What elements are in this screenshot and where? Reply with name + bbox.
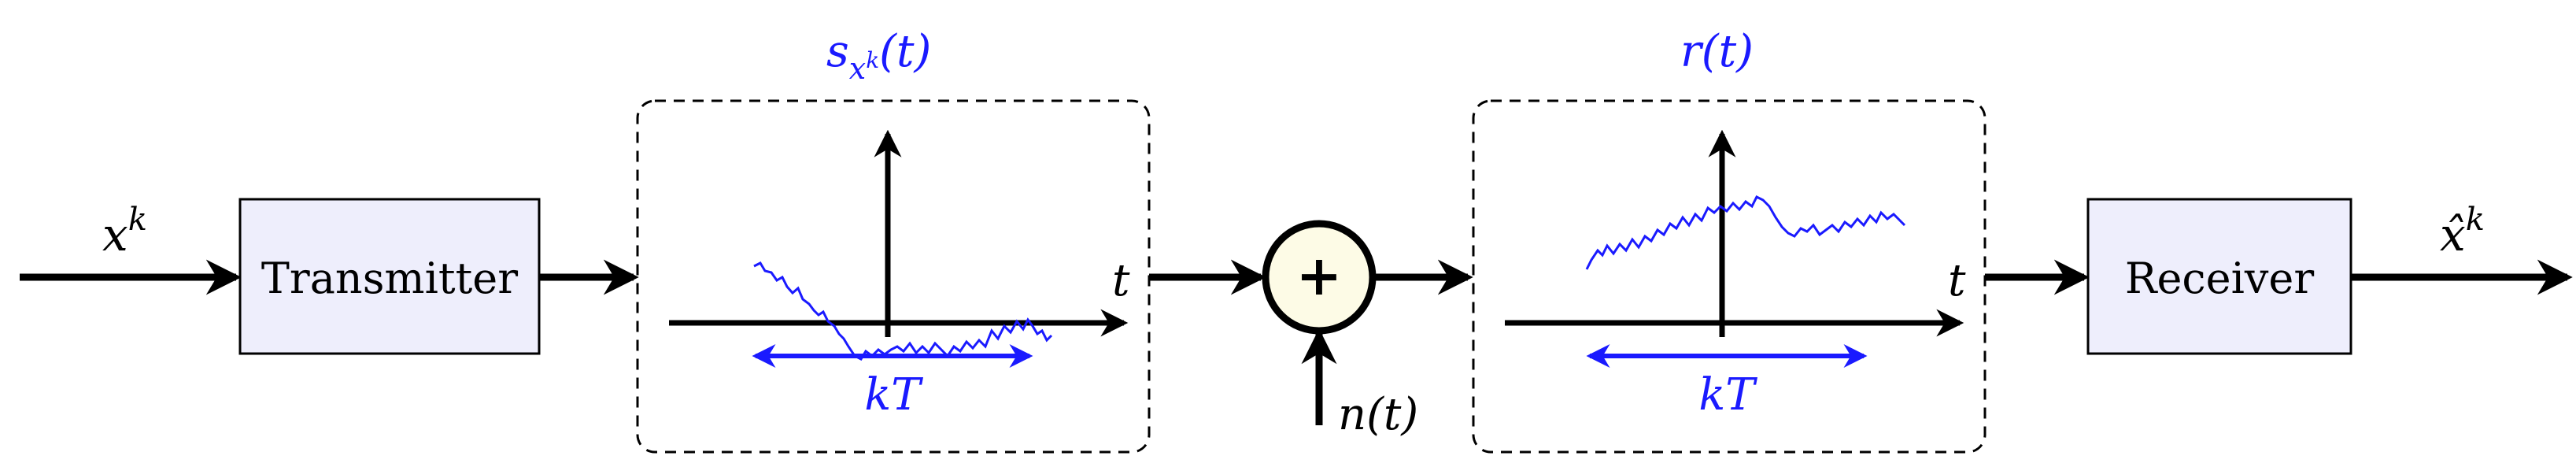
transmitter-label: Transmitter bbox=[261, 254, 518, 303]
rx-waveform bbox=[1585, 195, 1906, 270]
noise-label: n(t) bbox=[1338, 389, 1418, 440]
tx-signal-label: sxk(t) bbox=[826, 26, 931, 86]
rx-duration-label: kT bbox=[1698, 369, 1757, 421]
receiver-label: Receiver bbox=[2125, 254, 2315, 303]
input-label: xk bbox=[102, 202, 147, 261]
receiver-block bbox=[2086, 198, 2352, 355]
rx-signal-label: r(t) bbox=[1680, 26, 1754, 77]
plus-circle-icon: + bbox=[1296, 243, 1343, 308]
rx-time-axis-label: t bbox=[1948, 255, 1966, 306]
tx-time-axis-label: t bbox=[1112, 255, 1130, 306]
output-label: x̂k bbox=[2440, 202, 2485, 261]
tx-duration-label: kT bbox=[864, 369, 923, 421]
tx-waveform bbox=[753, 261, 1053, 361]
transmitter-block bbox=[238, 198, 541, 355]
